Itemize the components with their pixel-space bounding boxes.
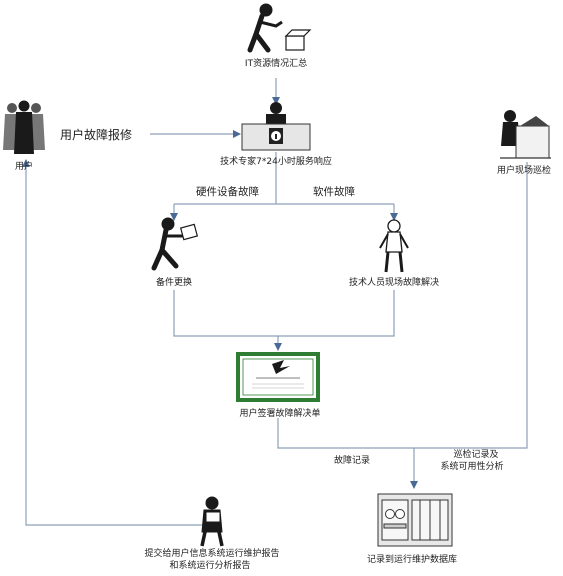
certificate-icon: [236, 352, 320, 402]
label-onsite-fix: 技术人员现场故障解决: [348, 278, 440, 288]
inspector-at-desk-icon: [500, 110, 551, 159]
technician-icon: [379, 219, 409, 273]
label-inspection-record-1: 巡检记录及: [453, 450, 499, 460]
label-record-db: 记录到运行维护数据库: [366, 555, 458, 565]
line-onsite-to-merge: [278, 290, 395, 337]
label-user: 用户: [14, 162, 34, 172]
line-inspection-to-db: [414, 162, 528, 449]
label-report-2: 和系统运行分析报告: [169, 561, 251, 571]
label-expert: 技术专家7*24小时服务响应: [220, 157, 332, 167]
service-desk-icon: [241, 102, 311, 151]
line-spare-to-merge: [173, 290, 278, 337]
line-certificate-to-db: [277, 418, 414, 449]
label-sign-form: 用户签署故障解决单: [239, 409, 321, 419]
label-it-summary: IT资源情况汇总: [244, 59, 308, 69]
worker-with-box-icon: [247, 3, 312, 53]
label-software-fault: 软件故障: [313, 186, 355, 198]
carrying-part-icon: [151, 217, 199, 271]
label-report-1: 提交给用户信息系统运行维护报告: [144, 549, 280, 559]
label-inspection-record-2: 系统可用性分析: [440, 462, 504, 472]
label-fault-record: 故障记录: [334, 456, 371, 466]
database-server-icon: [377, 493, 453, 547]
label-hardware-fault: 硬件设备故障: [196, 186, 259, 198]
line-report-to-user: [22, 159, 205, 526]
person-with-report-icon: [200, 496, 224, 547]
user-group-icon: [3, 100, 45, 154]
connector-lines: [22, 78, 528, 526]
label-user-report: 用户故障报修: [60, 128, 133, 142]
label-site-inspection: 用户现场巡检: [496, 166, 552, 176]
label-spare-replace: 备件更换: [155, 278, 193, 288]
